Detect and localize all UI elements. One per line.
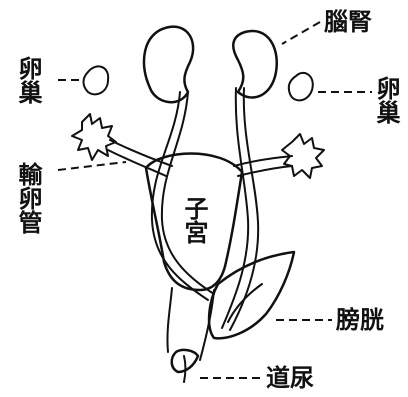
right-kidney <box>233 31 276 98</box>
label-ovary-right-vertical: 卵巢 <box>372 76 400 124</box>
label-kidney: 腦腎 <box>324 7 372 36</box>
kidney-leader-line <box>282 22 320 44</box>
label-ovary-left-vertical: 卵巢 <box>14 56 42 104</box>
left-kidney <box>144 27 193 103</box>
urethra-line <box>184 356 186 382</box>
right-ovary <box>289 73 313 101</box>
oviduct-leader-line <box>58 162 126 170</box>
vagina-left-wall <box>167 288 172 352</box>
bladder <box>209 252 294 338</box>
left-fimbria <box>72 114 116 160</box>
right-ureter <box>222 88 258 330</box>
label-uterus-vertical: 子宮 <box>180 196 208 244</box>
label-urethra: 道尿 <box>266 364 314 392</box>
label-oviduct-vertical: 輸卵管 <box>14 162 42 234</box>
left-ovary <box>84 66 109 94</box>
label-bladder: 膀胱 <box>336 306 384 334</box>
